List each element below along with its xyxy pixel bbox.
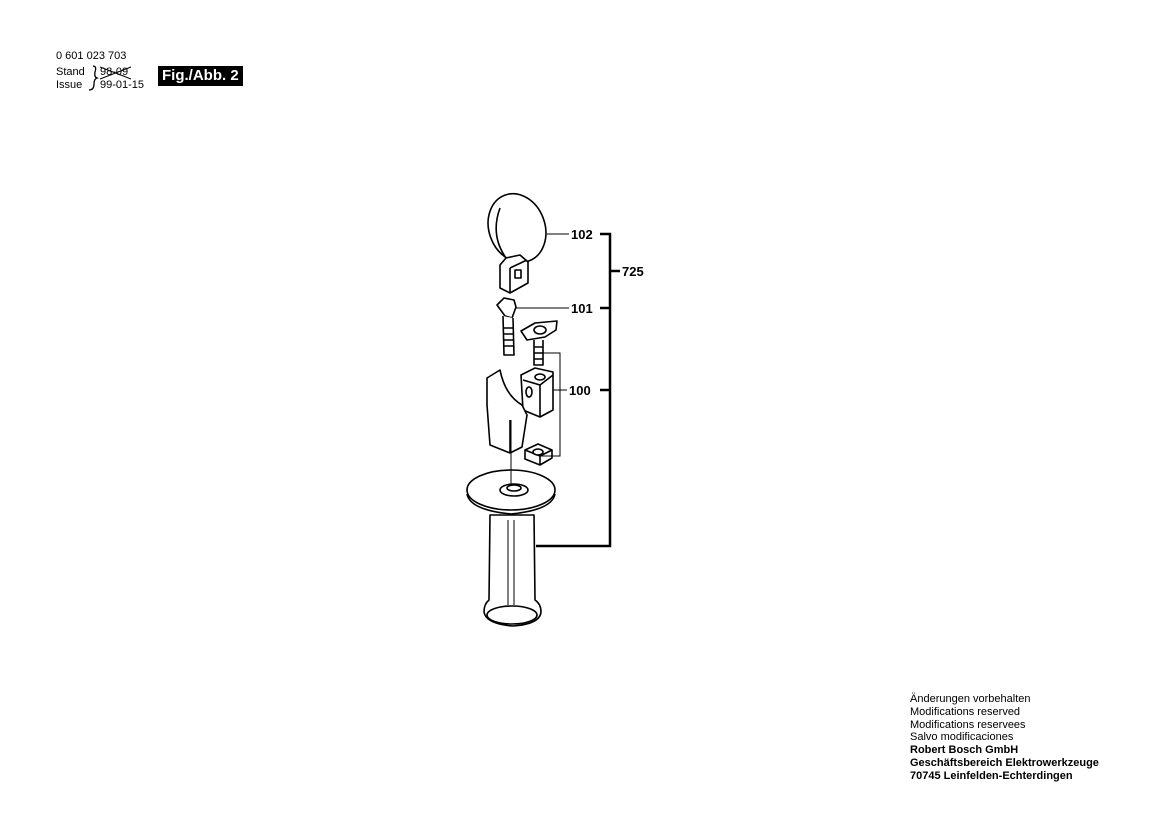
part-number: 0 601 023 703 <box>56 50 127 62</box>
callout-100: 100 <box>569 383 591 398</box>
issue-date: 99-01-15 <box>100 79 145 91</box>
figure-badge: Fig./Abb. 2 <box>158 66 243 86</box>
holder-part <box>486 369 528 454</box>
wing-bolt-part <box>520 320 558 366</box>
clamp-band-part <box>487 192 547 294</box>
footer-line: Modifications reserved <box>910 705 1021 718</box>
clamp-block-part <box>520 367 554 418</box>
footer-notice: Änderungen vorbehalten Modifications res… <box>910 693 1099 783</box>
grip-handle-part <box>466 469 556 627</box>
issue-label: Issue <box>56 79 83 91</box>
square-nut-part <box>524 443 553 466</box>
stand-label: Stand <box>56 66 85 78</box>
callout-725: 725 <box>622 264 644 279</box>
footer-line: Modifications reservees <box>910 718 1026 731</box>
company-name: Robert Bosch GmbH <box>910 744 1019 757</box>
screw-part <box>496 297 517 356</box>
footer-line: Änderungen vorbehalten <box>910 693 1031 705</box>
footer-line: Salvo modificaciones <box>910 731 1014 744</box>
callout-101: 101 <box>571 301 593 316</box>
callout-102: 102 <box>571 227 593 242</box>
division-name: Geschäftsbereich Elektrowerkzeuge <box>910 756 1099 769</box>
company-address: 70745 Leinfelden-Echterdingen <box>910 769 1073 782</box>
